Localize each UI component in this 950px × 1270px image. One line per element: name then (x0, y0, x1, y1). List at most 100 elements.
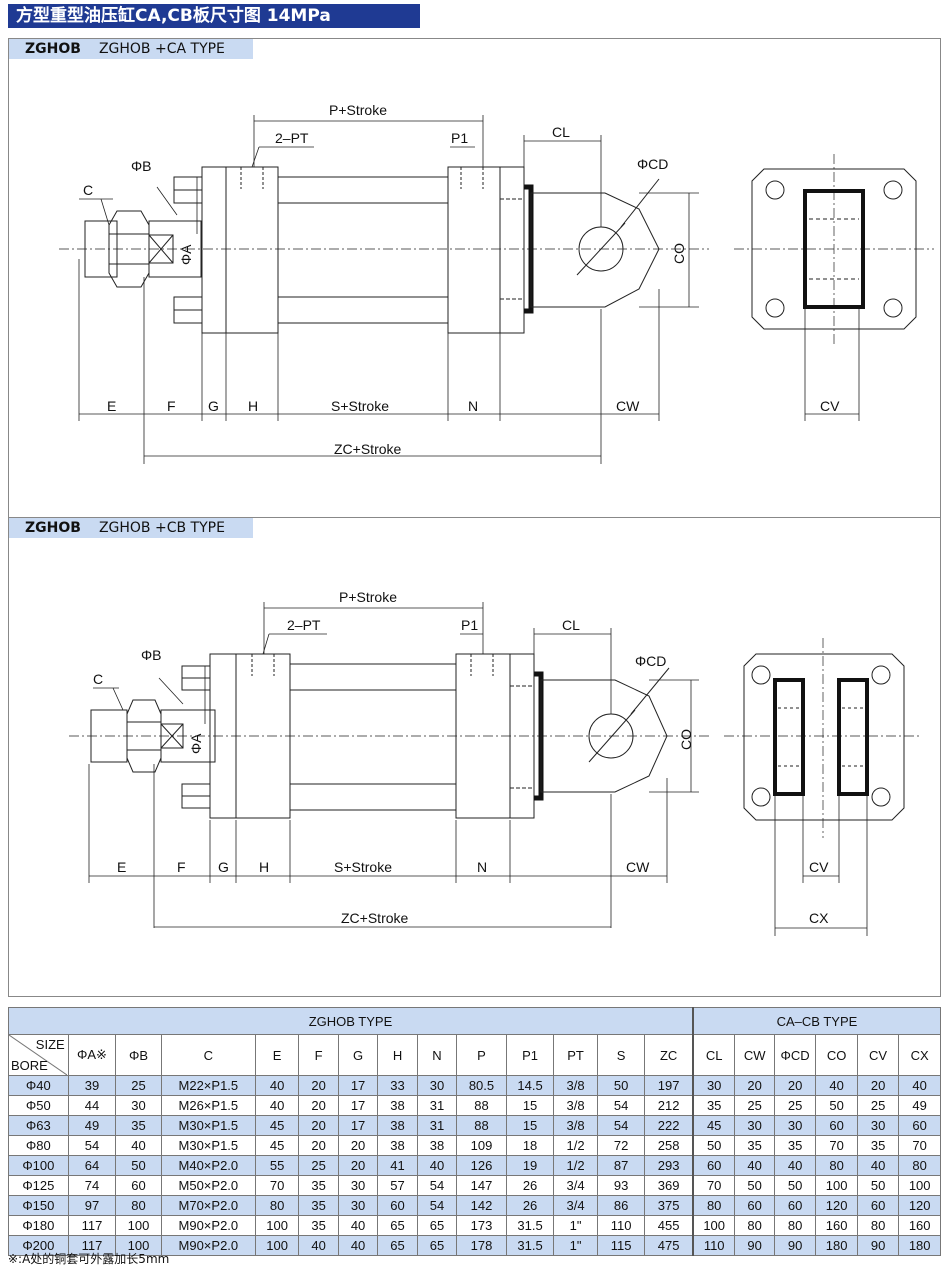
cylinder-drawing-ca: P+Stroke 2–PT P1 CL ΦCD C ΦB ΦA CO E F G… (59, 102, 934, 464)
table-cell: 70 (898, 1135, 941, 1156)
table-cell: 30 (115, 1095, 162, 1116)
table-cell: 31 (416, 1095, 458, 1116)
table-cell: 65 (416, 1235, 458, 1256)
table-cell: 50 (734, 1175, 775, 1196)
table-cell: 475 (644, 1235, 694, 1256)
table-cell: 41 (377, 1155, 418, 1176)
table-cell: 80 (773, 1215, 817, 1236)
table-cell: 60 (898, 1115, 941, 1136)
table-cell: 40 (856, 1155, 900, 1176)
table-group-cacb: CA–CB TYPE (692, 1007, 941, 1035)
table-cell: 35 (298, 1195, 339, 1216)
table-cell: 117 (67, 1235, 117, 1256)
table-cell: 197 (644, 1075, 694, 1096)
table-column-header: F (298, 1034, 339, 1076)
dim-label-cv: CV (820, 398, 840, 414)
table-cell: 72 (596, 1135, 646, 1156)
table-cell: 30 (692, 1075, 736, 1096)
table-cell: 40 (298, 1235, 339, 1256)
table-cell: 160 (898, 1215, 941, 1236)
table-cell: 20 (337, 1155, 379, 1176)
table-cell: 40 (734, 1155, 775, 1176)
table-cell: 3/8 (553, 1075, 598, 1096)
table-column-header: CO (815, 1034, 858, 1076)
table-cell: 30 (773, 1115, 817, 1136)
panel-code-cb: ZGHOB (25, 520, 81, 536)
dim-label-pt: 2–PT (287, 617, 321, 633)
table-cell: 40 (254, 1095, 300, 1116)
table-cell: 90 (734, 1235, 775, 1256)
table-cell: 35 (298, 1175, 339, 1196)
table-cell: 30 (416, 1075, 458, 1096)
table-cell: M90×P2.0 (160, 1215, 256, 1236)
table-column-header: P1 (505, 1034, 555, 1076)
table-column-header: ΦB (115, 1034, 162, 1076)
table-cell: 17 (337, 1095, 379, 1116)
table-cell: 38 (377, 1095, 418, 1116)
table-cell: M30×P1.5 (160, 1135, 256, 1156)
table-cell: 93 (596, 1175, 646, 1196)
dim-label-p1: P1 (461, 617, 478, 633)
table-cell: 35 (298, 1215, 339, 1236)
table-cell: 70 (254, 1175, 300, 1196)
table-cell: M22×P1.5 (160, 1075, 256, 1096)
table-cell: 64 (67, 1155, 117, 1176)
table-cell: 50 (856, 1175, 900, 1196)
table-cell: 100 (692, 1215, 736, 1236)
table-cell: 15 (505, 1115, 555, 1136)
table-cell: 222 (644, 1115, 694, 1136)
table-cell: 3/4 (553, 1175, 598, 1196)
table-column-header: PT (553, 1034, 598, 1076)
table-cell: 1" (553, 1215, 598, 1236)
table-cell: 60 (856, 1195, 900, 1216)
table-cell: 20 (734, 1075, 775, 1096)
table-cell: 80 (254, 1195, 300, 1216)
dim-label-cw: CW (626, 859, 650, 875)
table-cell: 100 (898, 1175, 941, 1196)
table-cell: 212 (644, 1095, 694, 1116)
table-cell: 3/8 (553, 1095, 598, 1116)
table-cell: 100 (115, 1215, 162, 1236)
table-cell: M50×P2.0 (160, 1175, 256, 1196)
dim-label-a: ΦA (188, 733, 204, 754)
table-cell: M90×P2.0 (160, 1235, 256, 1256)
table-column-header: CL (692, 1034, 736, 1076)
dim-label-pt: 2–PT (275, 130, 309, 146)
table-cell: 40 (773, 1155, 817, 1176)
table-cell: 100 (254, 1235, 300, 1256)
table-cell: 20 (298, 1075, 339, 1096)
table-cell: 120 (815, 1195, 858, 1216)
table-cell: 40 (115, 1135, 162, 1156)
table-cell: 3/4 (553, 1195, 598, 1216)
table-cell: 35 (856, 1135, 900, 1156)
dim-label-p-stroke: P+Stroke (329, 102, 387, 118)
table-cell: 20 (856, 1075, 900, 1096)
table-cell: 49 (67, 1115, 117, 1136)
table-cell: 110 (692, 1235, 736, 1256)
table-column-header: E (254, 1034, 300, 1076)
table-cell: 25 (773, 1095, 817, 1116)
table-cell: 369 (644, 1175, 694, 1196)
table-column-header: CW (734, 1034, 775, 1076)
table-cell: 54 (596, 1095, 646, 1116)
table-cell: 25 (734, 1095, 775, 1116)
table-cell: 455 (644, 1215, 694, 1236)
table-cell: M40×P2.0 (160, 1155, 256, 1176)
table-cell: 33 (377, 1075, 418, 1096)
table-cell: 50 (692, 1135, 736, 1156)
table-row-bore: Φ200 (8, 1235, 69, 1256)
dim-label-cv: CV (809, 859, 829, 875)
table-cell: 40 (898, 1075, 941, 1096)
table-cell: 40 (337, 1235, 379, 1256)
dim-label-c: C (93, 671, 103, 687)
table-cell: 40 (337, 1215, 379, 1236)
